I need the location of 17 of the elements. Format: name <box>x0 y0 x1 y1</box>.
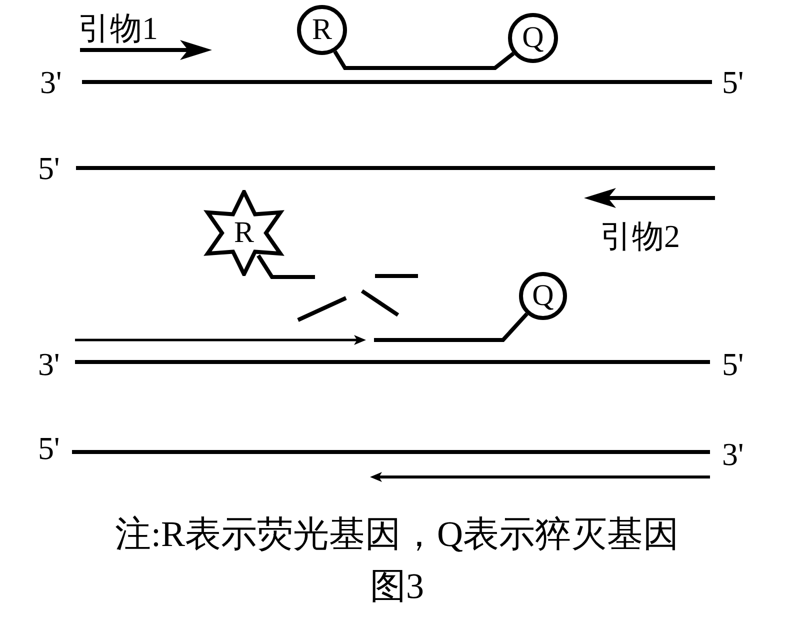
end-label: 5' <box>722 348 744 380</box>
note-text: 注:R表示荧光基因，Q表示猝灭基因 <box>115 516 680 552</box>
end-label: 3' <box>38 348 60 380</box>
end-label: 3' <box>722 438 744 470</box>
label-circle: R <box>297 5 347 55</box>
end-label: 5' <box>38 152 60 184</box>
primer-label: 引物1 <box>78 12 158 44</box>
end-label: 3' <box>40 66 62 98</box>
probe-line <box>333 50 515 70</box>
probe-line <box>374 312 528 342</box>
label-circle: Q <box>519 272 567 320</box>
figure-caption: 图3 <box>370 568 424 604</box>
label-circle: Q <box>508 13 558 63</box>
end-label: 5' <box>38 432 60 464</box>
probe-line <box>256 254 315 279</box>
end-label: 5' <box>722 66 744 98</box>
primer-label: 引物2 <box>600 220 680 252</box>
